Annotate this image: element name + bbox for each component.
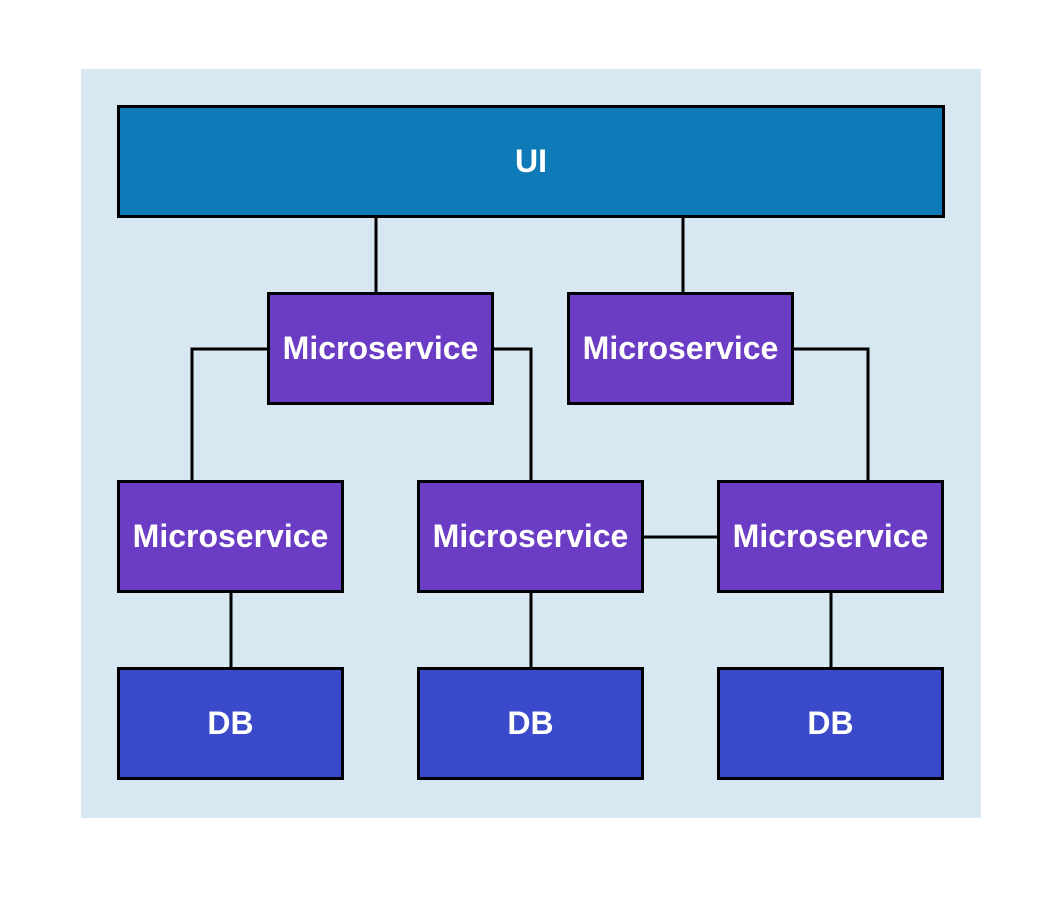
microservice-label: Microservice (432, 518, 629, 554)
microservice-label: Microservice (732, 518, 929, 554)
edge-ms-top-left-to-ms-bottom-center (493, 347, 533, 482)
database-box-center: DB (417, 667, 644, 780)
ui-box: UI (117, 105, 945, 218)
microservice-box-top-left: Microservice (267, 292, 494, 405)
microservice-label: Microservice (132, 518, 329, 554)
database-label: DB (807, 705, 854, 741)
database-label: DB (207, 705, 254, 741)
microservice-box-top-right: Microservice (567, 292, 794, 405)
microservice-label: Microservice (582, 330, 779, 366)
microservice-box-bottom-left: Microservice (117, 480, 344, 593)
edge-ms-top-right-to-ms-bottom-right (793, 347, 870, 482)
microservice-box-bottom-center: Microservice (417, 480, 644, 593)
microservice-label: Microservice (282, 330, 479, 366)
database-box-left: DB (117, 667, 344, 780)
database-label: DB (507, 705, 554, 741)
database-box-right: DB (717, 667, 944, 780)
microservice-box-bottom-right: Microservice (717, 480, 944, 593)
edge-ms-top-left-to-ms-bottom-left (190, 347, 268, 482)
ui-label: UI (515, 143, 547, 179)
